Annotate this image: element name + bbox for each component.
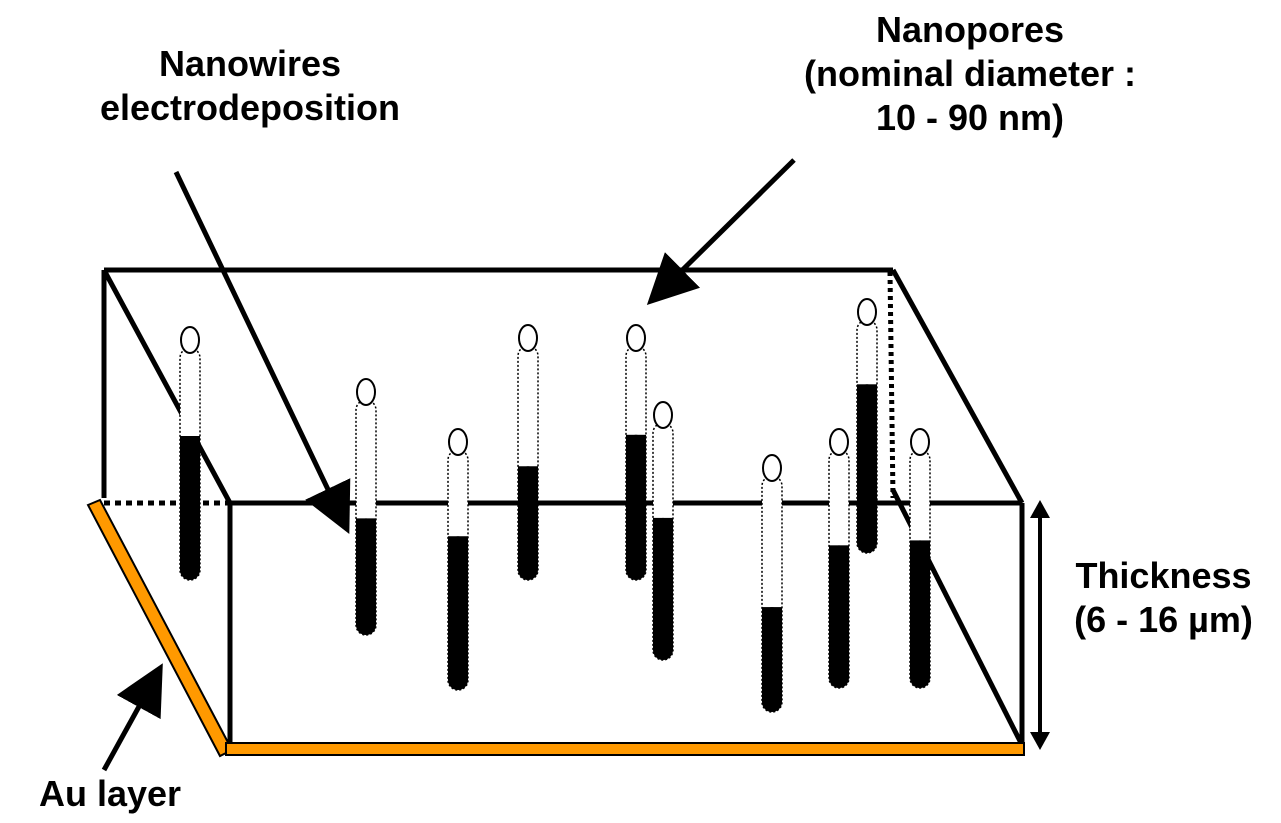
nanowires-pointer-arrow [173,170,351,535]
nanowire-group [179,298,931,713]
nanopore-opening [448,428,468,456]
au-layer-slanted [86,498,234,758]
nanopore-opening [356,378,376,406]
nanopores-label-line-1: Nanopores [875,9,1065,50]
nanowire-top [356,518,376,531]
nanowire-fill [829,545,849,688]
thickness-label-line-1: Thickness [1075,555,1252,596]
nanowire-top [448,536,468,549]
nanowire-fill [518,466,538,580]
thickness-arrowhead-top [1030,500,1050,518]
nanowire-top [857,384,877,397]
nanowires-label-line-1: Nanowires [158,43,342,84]
nanowire-fill [356,518,376,635]
nanowire-top [762,607,782,620]
nanopore-opening [762,454,782,482]
nanowire-top [518,466,538,479]
nanopore-10 [909,428,931,689]
nanowire-fill [180,436,200,580]
nanowire-fill [653,517,673,660]
thickness-label-line-2: (6 - 16 µm) [1074,599,1253,640]
nanowire-top [829,545,849,558]
nanopore-9 [828,428,850,689]
nanopore-opening [829,428,849,456]
nanopore-opening [180,326,200,354]
nanopore-opening [910,428,930,456]
membrane-top-right-edge [890,268,1025,505]
nanowire-top [653,517,673,530]
nanowires-label-line-2: electrodeposition [99,87,401,128]
nanopores-label-line-2: (nominal diameter : [803,53,1137,94]
nanopore-2 [355,378,377,636]
nanopore-opening [518,324,538,352]
nanopore-7 [856,298,878,554]
nanowire-fill [626,434,646,580]
nanopores-label: Nanopores (nominal diameter : 10 - 90 nm… [740,8,1200,140]
nanowire-top [626,434,646,447]
nanopore-1 [179,326,201,581]
au-layer-bottom [225,742,1025,756]
nanopore-opening [653,401,673,429]
nanowire-top [910,540,930,553]
nanowire-fill [762,607,782,712]
nanopore-4 [517,324,539,581]
hidden-right-dashed-edge [887,271,896,499]
nanowire-fill [910,540,930,688]
thickness-label: Thickness (6 - 16 µm) [1046,554,1281,642]
au-layer-pointer-arrow [101,663,163,772]
nanopore-3 [447,428,469,691]
nanopore-opening [626,324,646,352]
thickness-arrowhead-bottom [1030,732,1050,750]
nanopores-pointer-arrow [646,158,796,306]
nanowire-top [180,436,200,448]
nanopore-8 [761,454,783,713]
nanowires-label: Nanowires electrodeposition [60,42,440,130]
au-layer-label: Au layer [38,773,182,814]
nanopore-opening [857,298,877,326]
nanopore-6 [652,401,674,661]
nanopores-label-line-3: 10 - 90 nm) [875,97,1065,138]
nanowire-fill [857,384,877,553]
nanopore-5 [625,324,647,581]
membrane-top-left-edge [101,268,233,505]
nanowire-fill [448,536,468,690]
